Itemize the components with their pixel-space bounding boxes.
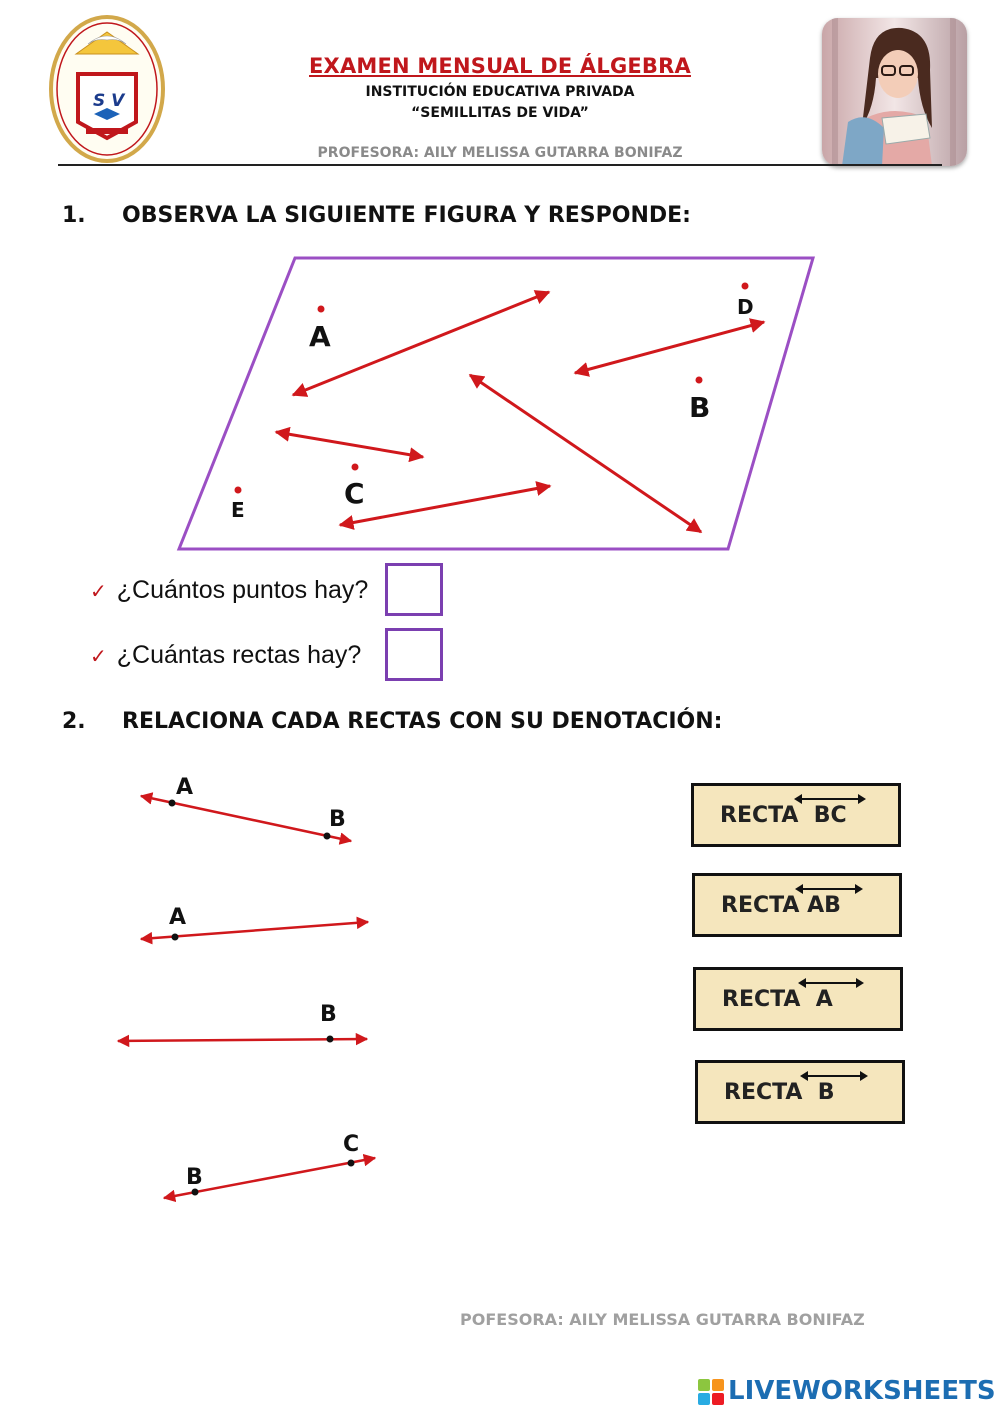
denotation-label: RECTA A (722, 987, 833, 1012)
parallelogram-border (176, 256, 816, 551)
section2-number: 2. (62, 709, 86, 734)
line-3 (274, 426, 425, 463)
denotation-box-ab[interactable]: RECTA AB (692, 873, 902, 937)
section2-heading: 2. RELACIONA CADA RECTAS CON SU DENOTACIÓ… (62, 709, 722, 734)
line-2 (573, 318, 766, 377)
point-e-label: E (231, 498, 245, 522)
section1-title: OBSERVA LA SIGUIENTE FIGURA Y RESPONDE: (122, 203, 691, 228)
double-arrow-icon (794, 794, 866, 804)
point-c-label: C (344, 477, 365, 510)
point-e-dot (234, 486, 242, 494)
answer-box-lines[interactable] (385, 628, 443, 681)
double-arrow-icon (800, 1071, 868, 1081)
footer-teacher-name: POFESORA: AILY MELISSA GUTARRA BONIFAZ (460, 1310, 865, 1329)
question-lines: ✓ ¿Cuántas rectas hay? (90, 641, 361, 670)
denotation-label: RECTA B (724, 1080, 835, 1105)
lines-to-match: A B A B B C (116, 775, 377, 1203)
line-ab-label-b: B (329, 807, 346, 832)
double-arrow-icon (795, 884, 863, 894)
header-divider (58, 164, 942, 166)
school-name: “SEMILLITAS DE VIDA” (411, 105, 589, 121)
checkmark-icon: ✓ (90, 646, 107, 668)
denotation-box-bc[interactable]: RECTA BC (691, 783, 901, 847)
line-4 (468, 373, 703, 534)
point-c-dot (351, 463, 359, 471)
liveworksheets-brand: LIVEWORKSHEETS (698, 1376, 996, 1406)
line-1 (291, 290, 551, 397)
exam-title: EXAMEN MENSUAL DE ÁLGEBRA (309, 54, 691, 78)
line-a-label-a: A (169, 905, 186, 930)
answer-box-points[interactable] (385, 563, 443, 616)
logo-letters: S V (93, 91, 126, 111)
denotation-box-a[interactable]: RECTA A (693, 967, 903, 1031)
section1-number: 1. (62, 203, 86, 228)
denotation-box-b[interactable]: RECTA B (695, 1060, 905, 1124)
match-line-bc[interactable]: B C (162, 1132, 377, 1203)
question-points-label: ¿Cuántos puntos hay? (116, 576, 369, 604)
question-points: ✓ ¿Cuántos puntos hay? (90, 576, 368, 605)
section2-title: RELACIONA CADA RECTAS CON SU DENOTACIÓN: (122, 709, 723, 734)
point-b-label: B (689, 391, 710, 424)
denotation-label: RECTA AB (721, 893, 841, 918)
match-line-b[interactable]: B (116, 1002, 369, 1048)
point-d-dot (741, 282, 749, 290)
line-bc-label-b: B (186, 1165, 203, 1190)
line-b-label-b: B (320, 1002, 337, 1027)
teacher-name-header: PROFESORA: AILY MELISSA GUTARRA BONIFAZ (317, 145, 683, 161)
line-5 (338, 481, 552, 530)
school-logo: S V (48, 14, 166, 164)
points-lines-figure: A D B C E (176, 256, 816, 551)
point-a-dot (317, 305, 325, 313)
point-a-label: A (309, 320, 331, 353)
liveworksheets-wordmark: LIVEWORKSHEETS (728, 1376, 996, 1406)
line-ab-label-a: A (176, 775, 193, 800)
denotation-label: RECTA BC (720, 803, 847, 828)
point-b-dot (695, 376, 703, 384)
line-bc-label-c: C (343, 1132, 359, 1157)
teacher-avatar-image (822, 18, 967, 166)
match-line-ab[interactable]: A B (139, 775, 353, 845)
section1-heading: 1. OBSERVA LA SIGUIENTE FIGURA Y RESPONDE… (62, 203, 691, 228)
checkmark-icon: ✓ (90, 581, 107, 603)
question-lines-label: ¿Cuántas rectas hay? (116, 641, 362, 669)
double-arrow-icon (798, 978, 864, 988)
school-type: INSTITUCIÓN EDUCATIVA PRIVADA (365, 84, 635, 100)
point-d-label: D (737, 295, 754, 319)
liveworksheets-logo-icon (698, 1378, 724, 1405)
match-line-a[interactable]: A (139, 905, 370, 945)
